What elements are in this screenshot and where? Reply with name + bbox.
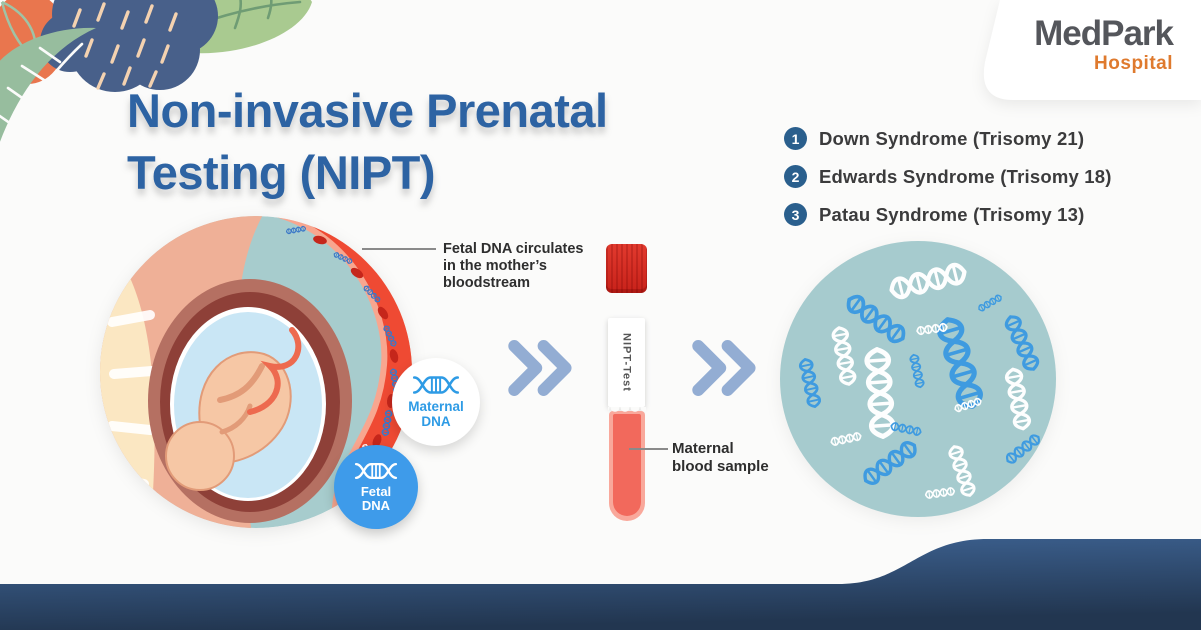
logo-text: MedPark Hospital <box>1034 14 1174 74</box>
title-line2: Testing (NIPT) <box>127 146 436 200</box>
blood-cells <box>313 235 399 448</box>
test-tube-cap <box>606 244 647 293</box>
blood-sample-tube <box>608 407 646 521</box>
list-item: 2 Edwards Syndrome (Trisomy 18) <box>784 165 1112 188</box>
foliage-decoration <box>0 0 312 158</box>
condition-label: Down Syndrome (Trisomy 21) <box>819 127 1085 149</box>
list-item: 1 Down Syndrome (Trisomy 21) <box>784 127 1112 150</box>
conditions-list: 1 Down Syndrome (Trisomy 21) 2 Edwards S… <box>784 127 1112 241</box>
womb-illustration <box>100 216 412 528</box>
callout-pointer-line <box>629 448 668 450</box>
double-chevron-icon <box>508 340 572 396</box>
list-number-badge: 2 <box>784 165 807 188</box>
page-title: Non-invasive Prenatal Testing (NIPT) <box>127 80 608 204</box>
list-item: 3 Patau Syndrome (Trisomy 13) <box>784 203 1112 226</box>
callout-pointer-line <box>362 248 436 250</box>
bush-blob <box>40 0 218 92</box>
maternal-dna-badge: Maternal DNA <box>392 358 480 446</box>
fetal-dna-badge: Fetal DNA <box>334 445 418 529</box>
fetal-dna-callout: Fetal DNA circulates in the mother’s blo… <box>443 241 584 292</box>
tube-label-text: NIPT-Test <box>620 333 633 392</box>
fetus <box>165 327 302 491</box>
umbilical-cord <box>247 327 302 415</box>
list-number-badge: 1 <box>784 127 807 150</box>
medpark-logo: MedPark Hospital <box>973 0 1201 100</box>
dna-icon <box>354 462 398 480</box>
condition-label: Patau Syndrome (Trisomy 13) <box>819 203 1085 225</box>
logo-panel-shape <box>983 0 1201 100</box>
blood-sample-callout: Maternal blood sample <box>672 440 769 475</box>
logo-name: MedPark <box>1034 14 1174 53</box>
dna-icon <box>412 376 460 395</box>
footer-wave <box>0 539 1201 630</box>
list-number-badge: 3 <box>784 203 807 226</box>
logo-subtitle: Hospital <box>1094 53 1173 74</box>
dna-analysis-circle <box>780 241 1056 517</box>
title-line1: Non-invasive Prenatal <box>127 84 608 137</box>
test-tube-label: NIPT-Test <box>608 318 645 407</box>
sage-leaf-icon <box>0 27 96 158</box>
maternal-dna-label: Maternal DNA <box>408 399 464 429</box>
double-chevron-icon <box>692 340 756 396</box>
fetal-dna-label: Fetal DNA <box>360 483 392 513</box>
condition-label: Edwards Syndrome (Trisomy 18) <box>819 165 1112 187</box>
blood-sample <box>613 414 641 516</box>
